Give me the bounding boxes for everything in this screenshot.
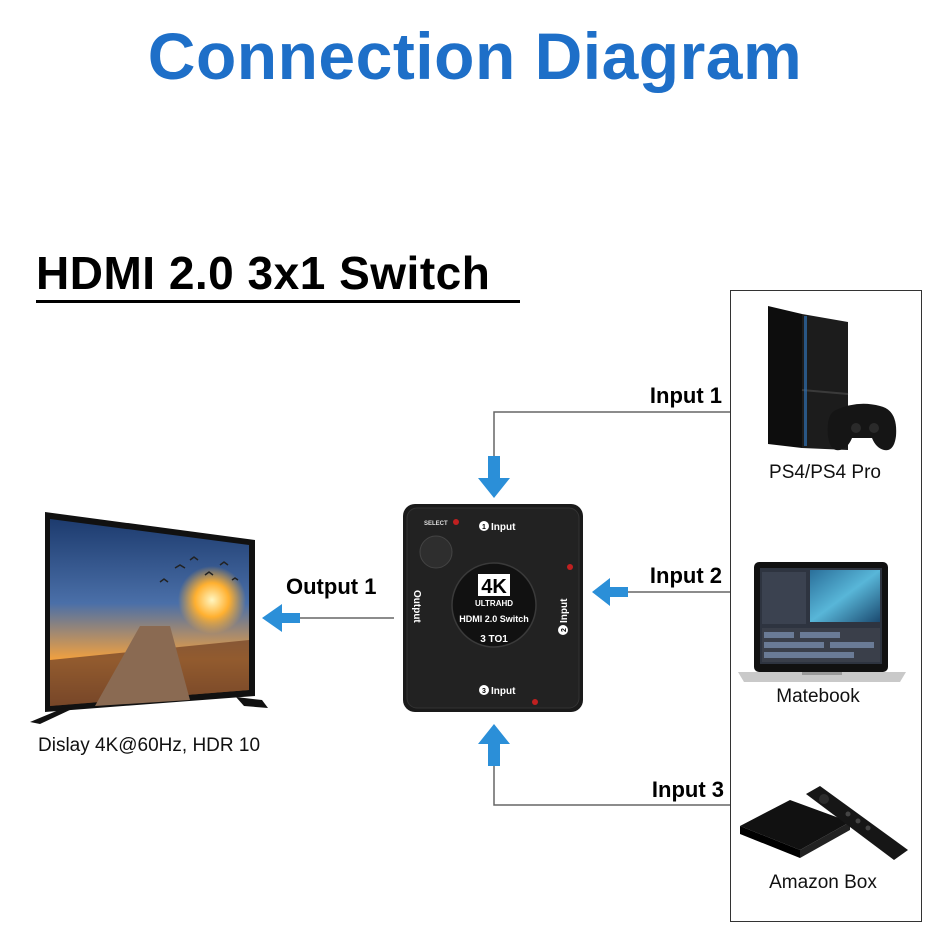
input-3-line [493,752,730,806]
ps4-label: PS4/PS4 Pro [769,462,881,483]
svg-text:Input: Input [491,522,516,533]
badge-4k: 4K [481,576,507,598]
select-led [453,519,459,525]
svg-text:Input: Input [559,598,570,623]
laptop-icon [738,562,906,682]
display-label: Dislay 4K@60Hz, HDR 10 [38,735,260,756]
switch-model: HDMI 2.0 Switch [459,614,529,624]
box-label: Amazon Box [769,872,877,893]
svg-text:Input: Input [491,686,516,697]
select-label: SELECT [424,521,448,527]
streaming-box-icon [740,800,850,858]
laptop-label: Matebook [776,686,860,707]
badge-ultrahd: ULTRAHD [475,599,513,608]
port-2-label: 2 Input [558,598,570,635]
svg-text:1: 1 [482,524,486,531]
hdmi-switch: 4K ULTRAHD HDMI 2.0 Switch 3 TO1 SELECT … [403,504,583,712]
input-2-led [567,564,573,570]
center-logo [451,562,537,648]
port-1-label: 1 Input [479,521,516,533]
gamepad-icon [827,403,897,451]
port-3-label: 3 Input [479,685,516,697]
output-1-label: Output 1 [286,574,376,599]
port-output-label: Output [411,590,422,623]
arrow-up-icon [478,724,510,766]
subtitle-underline [36,300,520,303]
signal-arrows [262,456,628,766]
svg-text:3: 3 [482,688,486,695]
switch-ratio: 3 TO1 [480,634,508,645]
page-title: Connection Diagram [147,19,803,93]
tv-icon [30,512,268,724]
connection-lines [296,411,730,806]
input-3-led [532,699,538,705]
input-1-line [493,411,730,470]
remote-icon [806,786,908,860]
select-button[interactable] [419,535,453,569]
input-1-label: Input 1 [650,383,722,408]
input-3-label: Input 3 [652,777,724,802]
input-2-label: Input 2 [650,563,722,588]
diagram-subtitle: HDMI 2.0 3x1 Switch [36,247,491,299]
arrow-left-icon [262,604,300,632]
svg-text:Output: Output [411,590,422,623]
arrow-left-icon [592,578,628,606]
svg-text:2: 2 [561,628,568,632]
arrow-down-icon [478,456,510,498]
